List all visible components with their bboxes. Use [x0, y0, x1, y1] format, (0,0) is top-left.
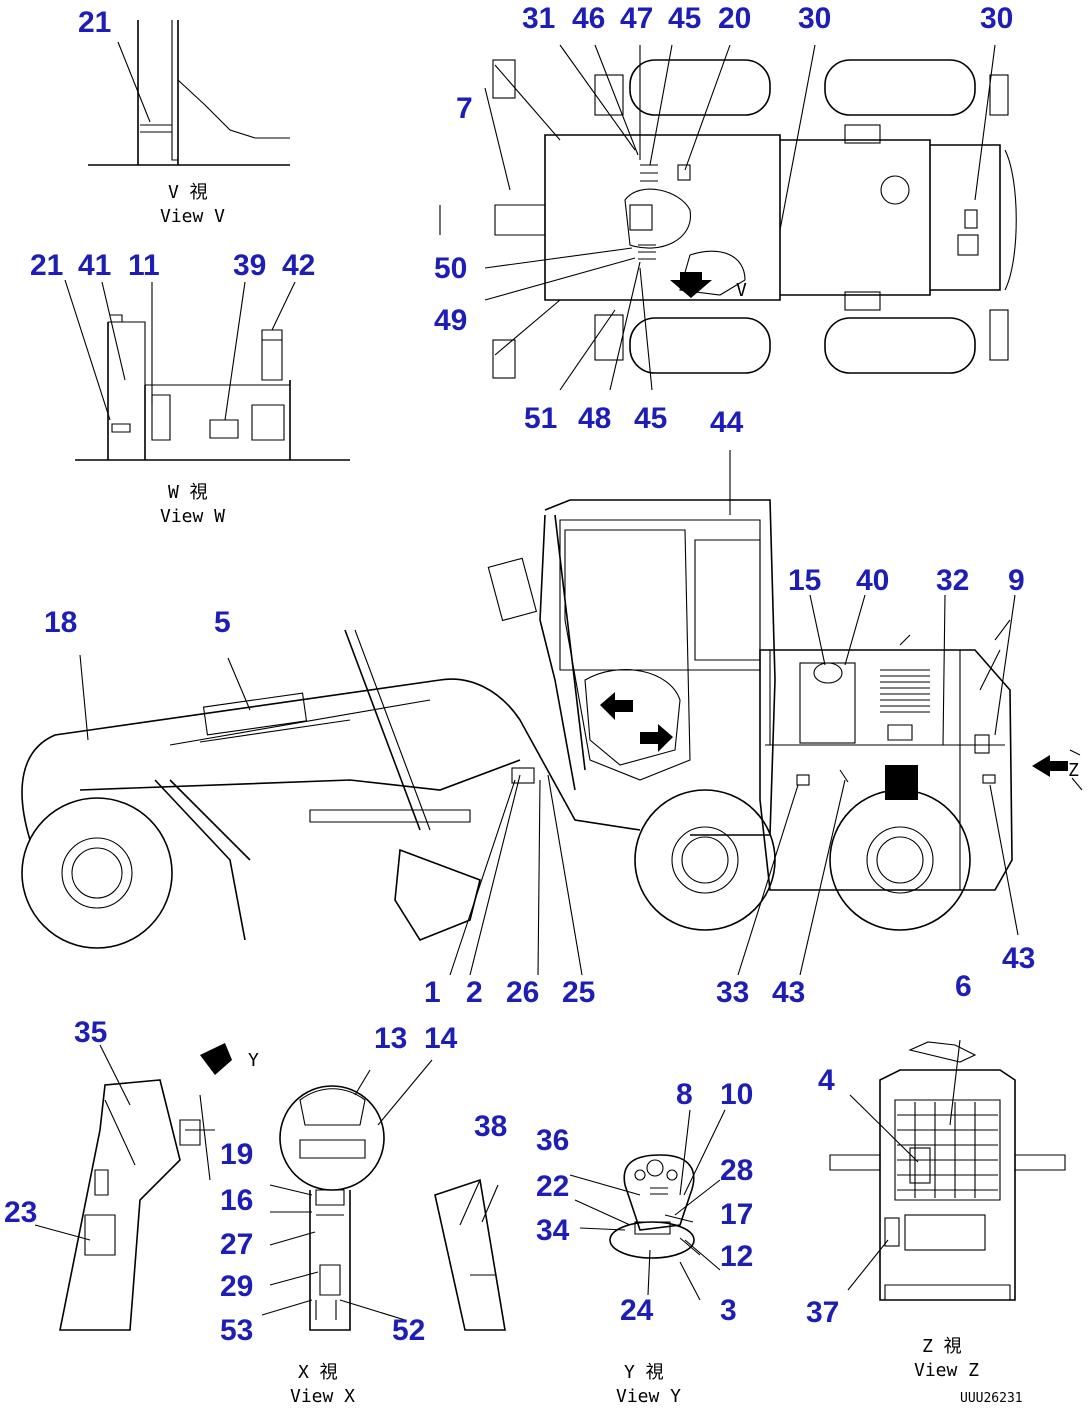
callout-10: 10	[720, 1078, 753, 1111]
callout-24: 24	[620, 1294, 654, 1327]
callout-8: 8	[676, 1078, 693, 1111]
callout-39: 39	[233, 249, 266, 282]
callout-17: 17	[720, 1198, 753, 1231]
callout-25: 25	[562, 976, 595, 1009]
callout-46: 46	[572, 2, 605, 35]
callout-6: 6	[955, 970, 972, 1003]
callout-1: 1	[424, 976, 441, 1009]
callout-49: 49	[434, 304, 467, 337]
caption-view-w-jp: W 視	[168, 482, 208, 503]
callout-2: 2	[466, 976, 483, 1009]
callout-52: 52	[392, 1314, 425, 1347]
callout-9: 9	[1008, 564, 1025, 597]
callout-21-view-w: 21	[30, 249, 63, 282]
side-view-drawing	[21, 450, 1083, 976]
callout-15: 15	[788, 564, 821, 597]
callout-29: 29	[220, 1270, 253, 1303]
callout-42: 42	[282, 249, 315, 282]
caption-view-z: View Z	[914, 1360, 979, 1381]
callout-41: 41	[78, 249, 111, 282]
view-z-drawing	[829, 1039, 1066, 1301]
callout-5: 5	[214, 606, 231, 639]
caption-view-x-jp: X 視	[298, 1362, 338, 1383]
view-v-drawing	[88, 20, 290, 166]
callout-13: 13	[374, 1022, 407, 1055]
callout-51: 51	[524, 402, 557, 435]
caption-view-w: View W	[160, 506, 225, 527]
callout-28: 28	[720, 1154, 753, 1187]
callout-37: 37	[806, 1296, 839, 1329]
callout-44: 44	[710, 406, 744, 439]
callout-21-view-v: 21	[78, 6, 111, 39]
callout-33: 33	[716, 976, 749, 1009]
callout-35: 35	[74, 1016, 107, 1049]
callout-30-a: 30	[798, 2, 831, 35]
callout-50: 50	[434, 252, 467, 285]
callout-45-bottom: 45	[634, 402, 667, 435]
callout-48: 48	[578, 402, 611, 435]
callout-43-a: 43	[772, 976, 805, 1009]
callout-40: 40	[856, 564, 889, 597]
callout-4: 4	[818, 1064, 835, 1097]
callout-34: 34	[536, 1214, 570, 1247]
callout-45-top: 45	[668, 2, 701, 35]
caption-view-v: View V	[160, 206, 225, 227]
callout-38: 38	[474, 1110, 507, 1143]
caption-view-v-jp: V 視	[168, 182, 208, 203]
callout-47: 47	[620, 2, 653, 35]
callout-26: 26	[506, 976, 539, 1009]
caption-view-x: View X	[290, 1386, 355, 1407]
callout-27: 27	[220, 1228, 253, 1261]
view-x-drawing	[34, 1043, 506, 1331]
arrow-label-y: Y	[248, 1050, 259, 1071]
view-y-drawing	[569, 1109, 726, 1301]
arrow-label-z: Z	[1068, 760, 1079, 781]
callout-43-b: 43	[1002, 942, 1035, 975]
callout-20: 20	[718, 2, 751, 35]
callout-32: 32	[936, 564, 969, 597]
caption-view-y-jp: Y 視	[624, 1362, 664, 1383]
callout-36: 36	[536, 1124, 569, 1157]
callout-3: 3	[720, 1294, 737, 1327]
callout-12: 12	[720, 1240, 753, 1273]
view-w-drawing	[64, 279, 350, 461]
callout-11: 11	[128, 249, 160, 282]
callout-30-b: 30	[980, 2, 1013, 35]
callout-18: 18	[44, 606, 77, 639]
document-code: UUU26231	[960, 1391, 1023, 1406]
callout-19: 19	[220, 1138, 253, 1171]
callout-7: 7	[456, 92, 473, 125]
callout-53: 53	[220, 1314, 253, 1347]
callout-23: 23	[4, 1196, 37, 1229]
caption-view-y: View Y	[616, 1386, 681, 1407]
callout-14: 14	[424, 1022, 458, 1055]
top-view-drawing	[439, 44, 1017, 391]
arrow-label-v: V	[736, 280, 747, 301]
caption-view-z-jp: Z 視	[922, 1336, 962, 1357]
callout-16: 16	[220, 1184, 253, 1217]
callout-22: 22	[536, 1170, 569, 1203]
callout-31: 31	[522, 2, 555, 35]
